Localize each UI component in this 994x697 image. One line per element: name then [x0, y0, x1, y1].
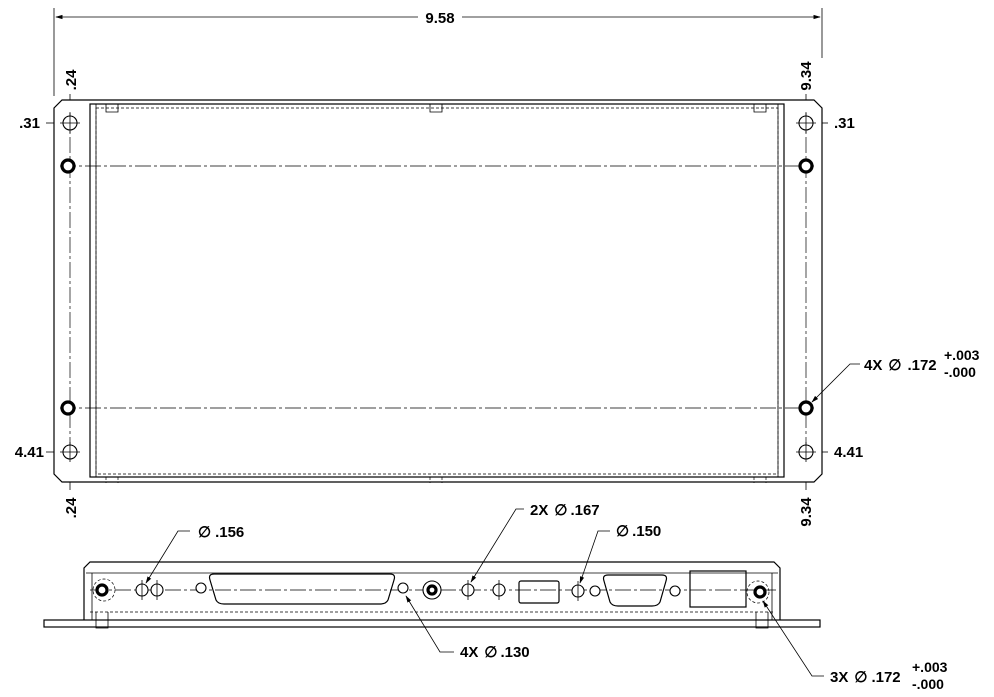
dim-bottom-left-vertical: .24 [63, 497, 80, 519]
front-hole-130-a [195, 582, 207, 594]
leader-front-150 [579, 530, 610, 584]
front-hole-130-c [589, 585, 601, 597]
hole-open-top-left [60, 113, 80, 133]
front-hole-156-a [135, 580, 149, 600]
leader-front-156 [145, 530, 190, 584]
callout-front-130: 4X∅.130 [460, 644, 530, 661]
front-rect-cutout [518, 580, 560, 604]
front-hole-130-b [397, 582, 409, 594]
enclosure-body [89, 103, 785, 478]
stud-hole-lower-right [798, 400, 814, 416]
leader-front-172 [762, 600, 824, 677]
stud-hole-lower-left [60, 400, 76, 416]
callout-front-172-tol-minus: -.000 [912, 676, 944, 692]
dim-top-right-vertical: 9.34 [798, 61, 815, 91]
dim-right-bottom: 4.41 [834, 444, 863, 461]
callout-front-150: ∅.150 [616, 523, 661, 540]
front-stud-left [92, 578, 116, 602]
callout-mount-holes: 4X∅.172 [864, 357, 937, 374]
dim-bottom-right-vertical: 9.34 [798, 497, 815, 527]
front-hole-167-b [492, 580, 506, 600]
callout-mount-holes-tol-minus: -.000 [944, 364, 976, 380]
leader-front-167 [470, 508, 524, 583]
leader-mount-holes [811, 363, 860, 403]
dim-top-left-vertical: .24 [63, 69, 80, 91]
front-hole-156-b [150, 580, 164, 600]
bottom-tabs-hidden [105, 477, 767, 483]
dim-left-top: .31 [19, 115, 40, 132]
dim-right-top: .31 [834, 115, 855, 132]
hole-open-bottom-right [796, 442, 816, 462]
callout-front-172: 3X∅.172 [830, 669, 901, 686]
top-view: 9.58 .24 9.34 .24 [15, 8, 980, 527]
front-base-flange [43, 619, 821, 628]
front-panel-outline [83, 561, 781, 620]
callout-front-156: ∅.156 [198, 524, 244, 541]
front-hole-130-d [669, 585, 681, 597]
callout-front-167: 2X∅.167 [530, 502, 600, 519]
front-view: ∅.156 2X∅.167 ∅.150 4X∅.130 3X∅.172 +.00… [43, 502, 948, 692]
front-bottom-tabs [95, 612, 769, 629]
front-db-connector-large [208, 573, 396, 605]
enclosure-hidden-edge [95, 107, 779, 475]
stud-hole-upper-right [798, 158, 814, 174]
dim-left-bottom: 4.41 [15, 444, 44, 461]
front-hole-167-a [461, 580, 475, 600]
top-tab-right [753, 104, 767, 113]
front-hole-150-a [571, 581, 585, 601]
top-tab-center [429, 104, 443, 113]
hole-open-bottom-left [60, 442, 80, 462]
front-ethernet-cutout [689, 570, 747, 608]
stud-hole-upper-left [60, 158, 76, 174]
front-stud-right [746, 580, 770, 604]
callout-mount-holes-tol-plus: +.003 [944, 347, 980, 363]
leader-front-130 [405, 595, 454, 653]
front-stud-center [422, 580, 442, 600]
top-tab-left [105, 104, 119, 113]
hole-open-top-right [796, 113, 816, 133]
overall-width-label: 9.58 [425, 10, 454, 27]
flange-outline [53, 99, 823, 483]
callout-front-172-tol-plus: +.003 [912, 659, 948, 675]
front-db-connector-small [602, 574, 668, 607]
